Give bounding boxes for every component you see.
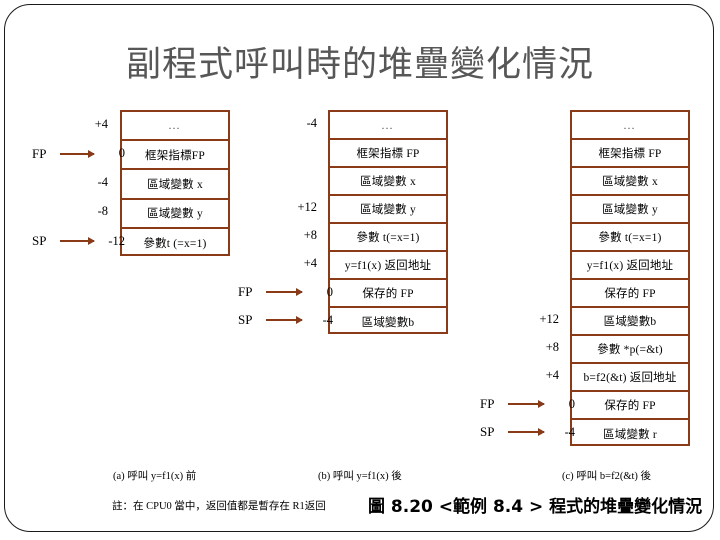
stack-offset-label: +8 — [545, 340, 559, 354]
stack-cell: 區域變數 x — [122, 170, 228, 200]
stack-cell-label: y=f1(x) 返回地址 — [344, 260, 432, 272]
stack-cell: … — [122, 112, 228, 142]
figure-caption: 圖 8.20 <範例 8.4 > 程式的堆疊變化情況 — [368, 497, 703, 517]
stack-cell: 保存的 FP — [330, 280, 446, 308]
stack-cell-label: 保存的 FP — [604, 288, 656, 300]
stack-caption-stack-a: (a) 呼叫 y=f1(x) 前 — [113, 471, 197, 482]
stack-caption-stack-c: (c) 呼叫 b=f2(&t) 後 — [562, 471, 652, 482]
stack-cell-label: 區域變數 r — [603, 429, 657, 441]
footer-note: 註：在 CPU0 當中，返回值都是暫存在 R1返回 — [112, 501, 326, 512]
pointer-marker-fp: FP 0 — [238, 284, 333, 299]
stack-cell-label: … — [168, 118, 182, 133]
pointer-marker-fp: FP 0 — [480, 396, 575, 411]
pointer-marker-sp: SP -4 — [480, 424, 575, 439]
stack-caption-stack-b: (b) 呼叫 y=f1(x) 後 — [318, 471, 402, 482]
stack-offset-label: -4 — [564, 424, 575, 439]
pointer-register-label: FP — [238, 284, 253, 299]
stack-cell: y=f1(x) 返回地址 — [330, 252, 446, 280]
pointer-marker-sp: SP -12 — [32, 233, 125, 249]
stack-offset-label: -4 — [322, 312, 333, 327]
stack-cell-label: 區域變數 x — [360, 176, 416, 188]
stack-cell: 框架指標 FP — [572, 140, 688, 168]
stack-cell-label: 框架指標FP — [145, 149, 205, 162]
stack-cell: 參數t (=x=1) — [122, 229, 228, 258]
stack-cell-label: b=f2(&t) 返回地址 — [583, 372, 677, 384]
stack-cell-label: 區域變數 y — [360, 204, 416, 216]
stack-offset-label: +12 — [539, 312, 559, 326]
stack-cell-label: 區域變數b — [361, 317, 415, 329]
pointer-arrow-icon — [508, 400, 545, 408]
stack-cell: 框架指標 FP — [330, 140, 446, 168]
stack-cell: 區域變數b — [572, 308, 688, 336]
stack-cell: 保存的 FP — [572, 392, 688, 420]
stack-cell: y=f1(x) 返回地址 — [572, 252, 688, 280]
stack-cell: 區域變數 y — [572, 196, 688, 224]
pointer-register-label: SP — [238, 312, 253, 327]
pointer-arrow-icon — [60, 237, 95, 246]
stack-offset-label: +4 — [94, 116, 108, 131]
stack-offset-label: 0 — [326, 284, 333, 299]
stack-cell-label: 區域變數 y — [602, 204, 658, 216]
stack-offset-label: 0 — [568, 396, 575, 411]
stack-cell: 區域變數 r — [572, 420, 688, 448]
stack-offset-label: +12 — [297, 200, 317, 214]
pointer-arrow-icon — [60, 149, 95, 158]
stack-cell-label: 參數 *p(=&t) — [597, 344, 663, 356]
stack-offset-label: +8 — [303, 228, 317, 242]
stack-cell: 參數 t(=x=1) — [330, 224, 446, 252]
pointer-register-label: FP — [480, 396, 495, 411]
stack-cell-label: 區域變數 x — [147, 178, 203, 191]
pointer-register-label: FP — [32, 145, 47, 161]
stack-cell: 區域變數b — [330, 308, 446, 336]
stack-cell: 參數 *p(=&t) — [572, 336, 688, 364]
stack-cell-label: 區域變數 x — [602, 176, 658, 188]
stack-cell-label: 區域變數b — [603, 316, 657, 328]
stack-cell-label: 區域變數 y — [147, 208, 203, 221]
stack-offset-label: -4 — [97, 175, 108, 189]
stack-cell-label: 參數 t(=x=1) — [356, 232, 420, 244]
stack-cell: … — [330, 112, 446, 140]
stack-cell: 保存的 FP — [572, 280, 688, 308]
stack-cell-label: 保存的 FP — [604, 400, 656, 412]
stack-diagram-stack-c: … 框架指標 FP 區域變數 x 區域變數 y 參數 t(=x=1) y=f1(x) 返回… — [570, 110, 690, 446]
stack-offset-label: -8 — [97, 204, 108, 219]
pointer-arrow-icon — [266, 288, 303, 296]
stack-cell-label: 參數t (=x=1) — [143, 238, 207, 251]
stack-cell-label: … — [623, 117, 637, 132]
stack-diagram-stack-a: … 框架指標FP 區域變數 x 區域變數 y 參數t (=x=1) — [120, 110, 230, 256]
stack-cell: b=f2(&t) 返回地址 — [572, 364, 688, 392]
stack-cell-label: 參數 t(=x=1) — [598, 232, 662, 244]
stack-offset-label: +4 — [545, 368, 559, 382]
stack-cell: 框架指標FP — [122, 141, 228, 171]
stack-cell: 區域變數 y — [330, 196, 446, 224]
stack-cell: 參數 t(=x=1) — [572, 224, 688, 252]
stack-diagram-stack-b: … 框架指標 FP 區域變數 x 區域變數 y 參數 t(=x=1) y=f1(x) 返回… — [328, 110, 448, 334]
stack-cell-label: y=f1(x) 返回地址 — [586, 260, 674, 272]
pointer-marker-sp: SP -4 — [238, 312, 333, 327]
stack-cell: 區域變數 x — [572, 168, 688, 196]
pointer-register-label: SP — [480, 424, 495, 439]
stack-cell-label: … — [381, 117, 395, 132]
stack-offset-label: -4 — [306, 116, 317, 130]
pointer-arrow-icon — [266, 316, 303, 324]
pointer-arrow-icon — [508, 428, 545, 436]
stack-offset-label: +4 — [303, 256, 317, 270]
stack-cell-label: 框架指標 FP — [598, 148, 662, 160]
stack-cell: … — [572, 112, 688, 140]
stack-cell-label: 保存的 FP — [362, 288, 414, 300]
page-title: 副程式呼叫時的堆疊變化情況 — [125, 45, 594, 85]
stack-offset-label: 0 — [118, 146, 125, 161]
stack-cell-label: 框架指標 FP — [356, 148, 420, 160]
pointer-register-label: SP — [32, 233, 47, 249]
stack-cell: 區域變數 x — [330, 168, 446, 196]
stack-offset-label: -12 — [108, 233, 125, 248]
stack-cell: 區域變數 y — [122, 200, 228, 229]
pointer-marker-fp: FP 0 — [32, 145, 125, 161]
